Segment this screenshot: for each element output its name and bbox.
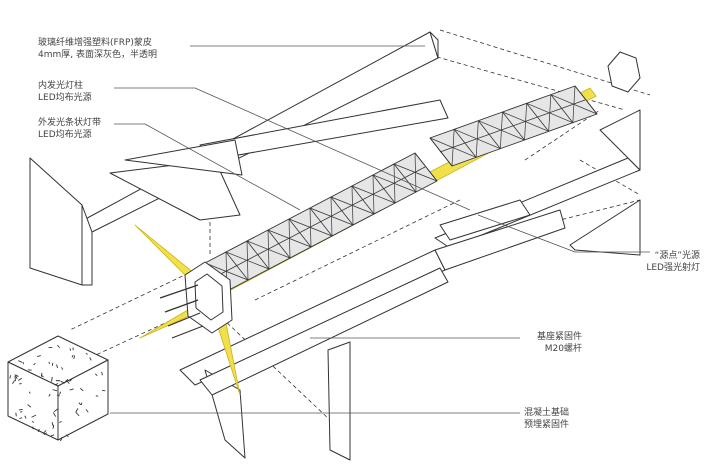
concrete-foundation (8, 336, 108, 441)
concrete-grain (52, 422, 53, 425)
truss-upper (430, 86, 597, 166)
label-base-fastener-line2: M20螺杆 (480, 343, 582, 355)
label-frp-skin: 玻璃纤维增强塑料(FRP)蒙皮 4mm厚, 表面深灰色，半透明 (38, 37, 157, 61)
end-cap (608, 52, 640, 92)
concrete-grain (52, 377, 53, 382)
concrete-grain (96, 396, 98, 397)
label-inner-light: 内发光灯柱 LED均布光源 (38, 80, 92, 104)
label-inner-light-line2: LED均布光源 (38, 92, 92, 104)
concrete-grain (15, 376, 16, 381)
label-base-fastener-line1: 基座紧固件 (480, 331, 582, 343)
label-concrete-line1: 混凝土基础 (524, 407, 569, 419)
label-inner-light-line1: 内发光灯柱 (38, 80, 92, 92)
label-frp-line1: 玻璃纤维增强塑料(FRP)蒙皮 (38, 37, 157, 49)
label-origin-light: “源点”光源 LED强光射灯 (600, 250, 700, 274)
label-origin-light-line2: LED强光射灯 (600, 262, 700, 274)
label-origin-light-line1: “源点”光源 (600, 250, 700, 262)
label-concrete-line2: 预埋紧固件 (524, 419, 569, 431)
label-outer-strip-line2: LED均布光源 (38, 129, 101, 141)
truss-chord (215, 167, 425, 277)
concrete-grain (16, 413, 17, 417)
label-base-fastener: 基座紧固件 M20螺杆 (480, 331, 582, 355)
label-outer-strip-line1: 外发光条状灯带 (38, 117, 101, 129)
label-outer-strip: 外发光条状灯带 LED均布光源 (38, 117, 101, 141)
concrete-grain (74, 355, 75, 358)
concrete-grain (41, 373, 42, 377)
label-concrete: 混凝土基础 预埋紧固件 (524, 407, 569, 431)
label-frp-line2: 4mm厚, 表面深灰色，半透明 (38, 49, 157, 61)
